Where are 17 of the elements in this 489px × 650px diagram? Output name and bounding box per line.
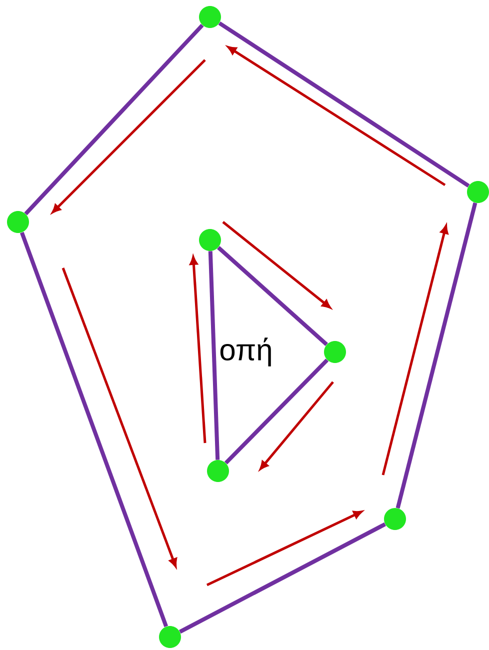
polygon-edge <box>217 246 328 346</box>
vertex-dot <box>467 181 489 203</box>
polygon-edge <box>396 202 478 509</box>
hole-label: οπή <box>220 338 271 366</box>
vertex-dot <box>199 229 221 251</box>
polygon-edge <box>208 251 220 460</box>
polygon-edge <box>178 522 386 634</box>
vertex-dot <box>384 508 406 530</box>
vertex-dot <box>7 211 29 233</box>
polygon-edge <box>224 358 329 464</box>
vertex-dot <box>199 6 221 28</box>
vertex-dot <box>159 626 181 648</box>
vertex-dot <box>324 341 346 363</box>
vertex-dot <box>207 460 229 482</box>
polygon-edge <box>218 21 470 188</box>
polygon-edge <box>20 232 168 628</box>
polygon-edge <box>24 24 204 216</box>
